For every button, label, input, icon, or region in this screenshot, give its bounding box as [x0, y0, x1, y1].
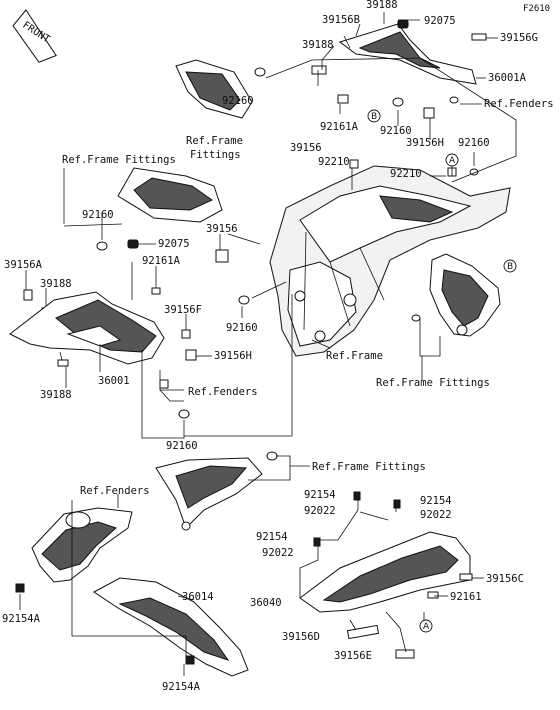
- rear-cowl-top-part: [338, 19, 487, 85]
- label-39156-mid: 39156: [206, 223, 238, 235]
- label-92154a-bottom: 92154A: [162, 681, 201, 693]
- label-39156f: 39156F: [164, 304, 202, 316]
- label-39156a: 39156A: [4, 259, 43, 271]
- label-39188-left: 39188: [40, 278, 72, 290]
- label-92161a-top: 92161A: [320, 121, 359, 133]
- marker-b-right: B: [503, 259, 517, 273]
- label-36040: 36040: [250, 597, 282, 609]
- marker-b-top: B: [367, 109, 381, 123]
- label-ref-fenders-low: Ref.Fenders: [80, 485, 150, 497]
- label-ref-fenders-mid: Ref.Fenders: [188, 386, 258, 398]
- label-92075-mid: 92075: [158, 238, 190, 250]
- svg-text:B: B: [371, 112, 377, 122]
- label-92154-a: 92154: [304, 489, 336, 501]
- label-92154-c: 92154: [256, 531, 288, 543]
- seat-bracket-part: [175, 59, 266, 119]
- marker-a-bottom: A: [419, 619, 433, 633]
- label-92075-top: 92075: [424, 15, 456, 27]
- label-39156d: 39156D: [282, 631, 320, 643]
- label-36014: 36014: [182, 591, 214, 603]
- label-ref-frame: Ref.Frame: [326, 350, 383, 362]
- label-ref-frame-fittings-left: Ref.Frame Fittings: [62, 154, 176, 166]
- label-39156b: 39156B: [322, 14, 360, 26]
- label-92161a-mid: 92161A: [142, 255, 181, 267]
- label-92154a-left: 92154A: [2, 613, 41, 625]
- label-92022-a: 92022: [304, 505, 336, 517]
- label-39188-mid: 39188: [302, 39, 334, 51]
- tail-cowl-lower-part: [299, 491, 473, 659]
- main-frame-part: [269, 165, 511, 357]
- label-ref-frame-fittings-top-2: Fittings: [190, 149, 241, 161]
- label-92160-f: 92160: [166, 440, 198, 452]
- label-36001a: 36001A: [488, 72, 527, 84]
- label-39188-low: 39188: [40, 389, 72, 401]
- label-92161: 92161: [450, 591, 482, 603]
- label-92154-b: 92154: [420, 495, 452, 507]
- label-39156-top: 39156: [290, 142, 322, 154]
- label-39156c: 39156C: [486, 573, 524, 585]
- svg-text:A: A: [423, 622, 430, 632]
- label-39156h-top: 39156H: [406, 137, 444, 149]
- label-92160-d: 92160: [82, 209, 114, 221]
- label-92022-b: 92022: [420, 509, 452, 521]
- mud-guard-part: [93, 577, 249, 677]
- frame-fitting-upper-part: [96, 167, 223, 251]
- label-92210-a: 92210: [318, 156, 350, 168]
- label-ref-fenders-top: Ref.Fenders: [484, 98, 554, 110]
- marker-a-top: A: [445, 153, 459, 167]
- label-ref-frame-fittings-right: Ref.Frame Fittings: [376, 377, 490, 389]
- svg-text:B: B: [507, 262, 513, 272]
- label-39156e: 39156E: [334, 650, 372, 662]
- rear-fender-part: [15, 507, 133, 593]
- svg-text:A: A: [449, 156, 456, 166]
- front-arrow-icon: FRONT: [12, 9, 57, 63]
- label-39156g: 39156G: [500, 32, 538, 44]
- label-92210-b: 92210: [390, 168, 422, 180]
- label-ref-frame-fittings-mid: Ref.Frame Fittings: [312, 461, 426, 473]
- label-92160-e: 92160: [226, 322, 258, 334]
- leader-lines: [19, 12, 517, 676]
- label-92160-c: 92160: [458, 137, 490, 149]
- label-92160-a: 92160: [222, 95, 254, 107]
- label-92160-b: 92160: [380, 125, 412, 137]
- side-cover-right-part: [429, 253, 501, 337]
- side-cover-left-part: [9, 291, 165, 365]
- label-92022-c: 92022: [262, 547, 294, 559]
- label-ref-frame-fittings-top-1: Ref.Frame: [186, 135, 243, 147]
- label-39156h-mid: 39156H: [214, 350, 252, 362]
- figure-code: F2610: [523, 4, 550, 14]
- label-39188-top: 39188: [366, 0, 398, 11]
- label-36001: 36001: [98, 375, 130, 387]
- tail-lower-cover-part: [155, 457, 263, 531]
